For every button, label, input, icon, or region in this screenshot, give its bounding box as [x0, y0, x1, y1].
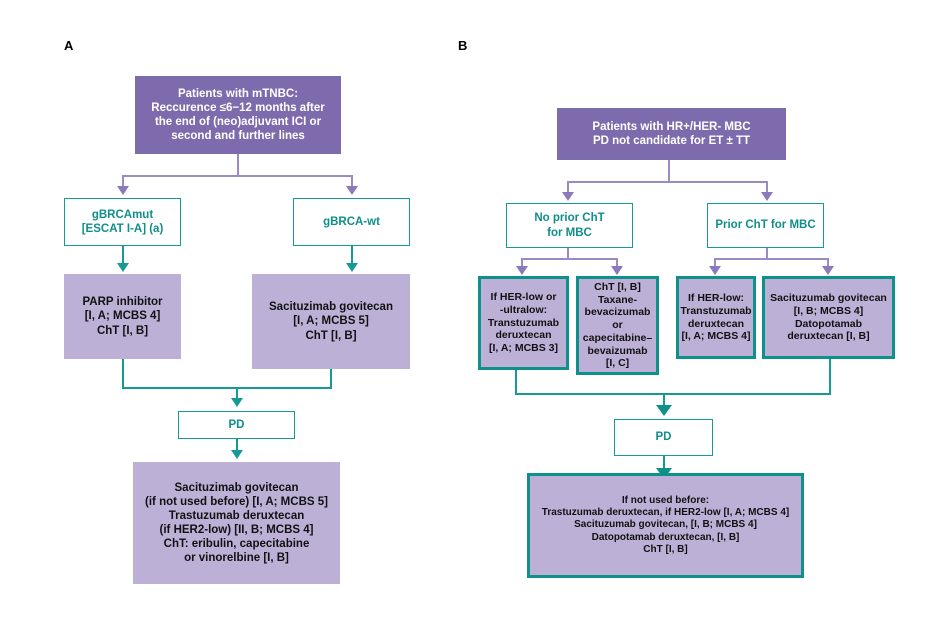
- connector-a-pd-down: [236, 439, 238, 452]
- connector-a-merge-center-down: [236, 387, 238, 400]
- panel-a-final-text: Sacituzimab govitecan(if not used before…: [145, 481, 328, 565]
- arrow-a-to-branch-right: [346, 186, 358, 195]
- arrow-b-to-branch-left: [562, 192, 574, 201]
- panel-b-final-text: If not used before:Trastuzumab deruxteca…: [541, 495, 790, 555]
- panel-a-treatment-sacituzimab[interactable]: Sacituzimab govitecan[I, A; MCBS 5]ChT […: [252, 274, 410, 369]
- connector-b-left-subsplit-horizontal: [521, 258, 617, 260]
- panel-b-treatment-sacituzumab-dato-text: Sacituzumab govitecan[I, B; MCBS 4]Datop…: [770, 291, 887, 343]
- connector-a-split-left-down: [122, 175, 124, 188]
- arrow-a-to-treat-left: [117, 263, 129, 272]
- arrow-a-to-pd: [231, 398, 243, 407]
- connector-b-split-horizontal: [567, 181, 767, 183]
- connector-b-right-branch-down: [766, 248, 768, 259]
- connector-b-right-subsplit-a-down: [714, 258, 716, 268]
- connector-b-left-branch-down: [567, 248, 569, 259]
- arrow-b-to-treat-2: [611, 266, 623, 275]
- connector-b-left-subsplit-b-down: [616, 258, 618, 268]
- panel-label-a: A: [64, 38, 74, 53]
- panel-a-branch-gbrcawt[interactable]: gBRCA-wt: [293, 198, 410, 246]
- arrow-b-to-treat-4: [822, 266, 834, 275]
- connector-b-merge-center-down: [663, 393, 665, 407]
- connector-b-right-subsplit-b-down: [827, 258, 829, 268]
- connector-b-merge-right-down: [829, 359, 831, 394]
- panel-b-treatment-sacituzumab-dato[interactable]: Sacituzumab govitecan[I, B; MCBS 4]Datop…: [762, 276, 895, 359]
- panel-a-pd-text: PD: [228, 418, 245, 431]
- connector-a-left-branch-down: [122, 246, 124, 265]
- connector-b-left-subsplit-a-down: [521, 258, 523, 268]
- arrow-b-to-treat-3: [709, 266, 721, 275]
- connector-a-merge-right-down: [330, 369, 332, 388]
- panel-a-pd-node[interactable]: PD: [178, 411, 295, 439]
- connector-b-right-subsplit-horizontal: [714, 258, 828, 260]
- connector-b-merge-horizontal: [515, 393, 831, 395]
- connector-b-split-right-down: [766, 181, 768, 194]
- arrow-a-to-branch-left: [117, 186, 129, 195]
- panel-b-final-node[interactable]: If not used before:Trastuzumab deruxteca…: [527, 473, 804, 578]
- panel-a-treatment-parp-text: PARP inhibitor[I, A; MCBS 4]ChT [I, B]: [82, 296, 163, 337]
- panel-a-branch-gbrcamut[interactable]: gBRCAmut[ESCAT I-A] (a): [64, 198, 181, 246]
- connector-b-merge-left-down: [515, 370, 517, 394]
- connector-a-right-branch-down: [351, 246, 353, 265]
- panel-a-branch-gbrcawt-text: gBRCA-wt: [323, 215, 380, 228]
- arrow-b-to-branch-right: [761, 192, 773, 201]
- connector-a-split-right-down: [351, 175, 353, 188]
- panel-a-treatment-sacituzimab-text: Sacituzimab govitecan[I, A; MCBS 5]ChT […: [269, 301, 393, 342]
- panel-a-treatment-parp[interactable]: PARP inhibitor[I, A; MCBS 4]ChT [I, B]: [64, 274, 181, 359]
- connector-a-split-horizontal: [122, 175, 352, 177]
- connector-b-pd-down: [663, 456, 665, 470]
- panel-label-b: B: [458, 38, 468, 53]
- panel-b-pd-text: PD: [655, 431, 672, 444]
- arrow-a-to-treat-right: [346, 263, 358, 272]
- connector-a-header-down: [237, 154, 239, 176]
- panel-b-branch-prior-cht-text: Prior ChT for MBC: [715, 219, 816, 232]
- panel-a-final-node[interactable]: Sacituzimab govitecan(if not used before…: [133, 462, 340, 584]
- panel-a-header-node: Patients with mTNBC:Reccurence ≤6−12 mon…: [135, 76, 341, 154]
- panel-b-branch-prior-cht[interactable]: Prior ChT for MBC: [707, 203, 824, 248]
- arrow-b-to-treat-1: [516, 266, 528, 275]
- connector-b-split-left-down: [567, 181, 569, 194]
- arrow-a-to-final: [231, 450, 243, 459]
- connector-b-header-down: [668, 160, 670, 182]
- panel-b-pd-node[interactable]: PD: [614, 419, 713, 456]
- panel-a-branch-gbrcamut-text: gBRCAmut[ESCAT I-A] (a): [81, 208, 164, 235]
- connector-a-merge-horizontal: [122, 387, 332, 389]
- arrow-b-to-pd: [656, 405, 672, 416]
- panel-a-header-text: Patients with mTNBC:Reccurence ≤6−12 mon…: [151, 87, 325, 143]
- connector-a-merge-left-down: [122, 359, 124, 388]
